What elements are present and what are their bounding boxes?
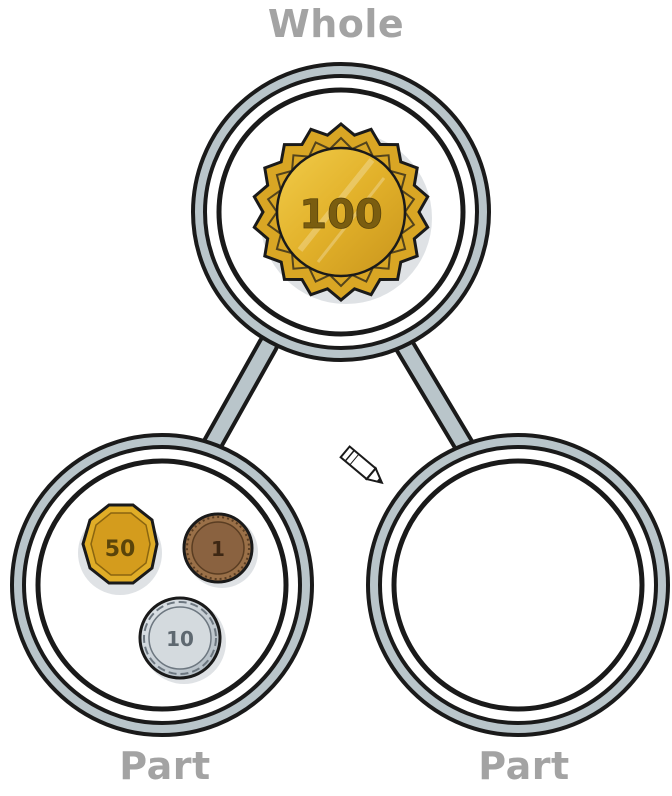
coin-50: 50 [78, 505, 162, 595]
label-part-right: Part [424, 744, 624, 788]
coin-100-value: 100 [299, 192, 383, 238]
label-whole: Whole [236, 2, 436, 46]
pencil-icon[interactable] [341, 446, 387, 488]
coin-50-value: 50 [105, 537, 136, 562]
connector-left [208, 345, 268, 452]
coin-10-value: 10 [166, 627, 194, 651]
part-circle-left [12, 435, 312, 735]
coin-1-value: 1 [211, 537, 225, 561]
part-circle-right [368, 435, 668, 735]
connector-right [404, 345, 468, 452]
label-part-left: Part [65, 744, 265, 788]
